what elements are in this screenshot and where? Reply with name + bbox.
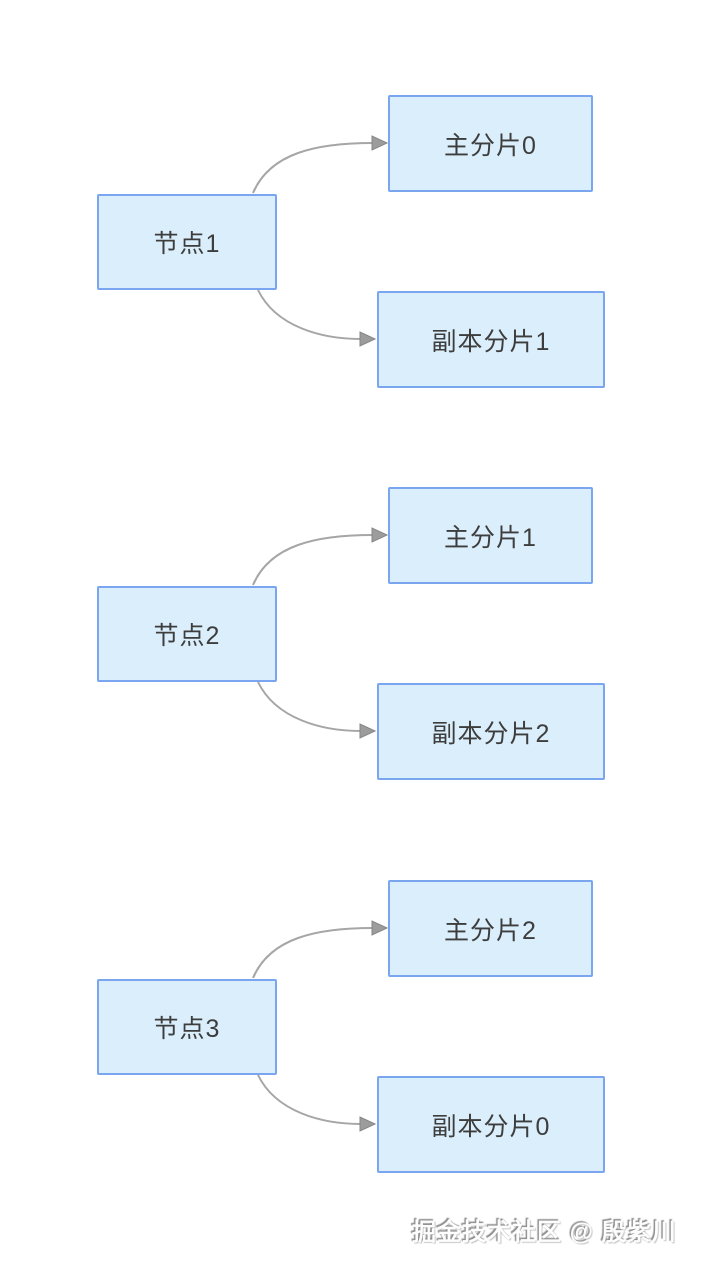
- primary-shard-label: 主分片2: [444, 916, 537, 945]
- node-group-1: 主分片0 节点1 副本分片1: [0, 95, 701, 395]
- replica-shard-box: 副本分片2: [377, 683, 605, 780]
- arrowhead-to-primary-icon: [371, 135, 389, 151]
- replica-shard-box: 副本分片1: [377, 291, 605, 388]
- replica-shard-label: 副本分片1: [431, 327, 551, 356]
- primary-shard-box: 主分片0: [388, 95, 593, 192]
- primary-shard-box: 主分片1: [388, 487, 593, 584]
- replica-shard-box: 副本分片0: [377, 1076, 605, 1173]
- arrow-line-node-to-replica: [257, 289, 362, 340]
- node-label: 节点3: [153, 1015, 221, 1043]
- replica-shard-label: 副本分片2: [431, 719, 551, 748]
- arrow-line-node-to-primary: [252, 927, 374, 979]
- watermark-text: 掘金技术社区 @ 殷紫川: [412, 1219, 677, 1246]
- primary-shard-label: 主分片0: [444, 131, 537, 160]
- arrowhead-to-primary-icon: [371, 920, 389, 936]
- connector-arrows: [252, 135, 389, 347]
- arrow-line-node-to-replica: [257, 681, 362, 732]
- connector-arrows: [252, 920, 389, 1132]
- arrow-line-node-to-primary: [252, 534, 374, 586]
- connector-arrows: [252, 527, 389, 739]
- arrowhead-to-primary-icon: [371, 527, 389, 543]
- primary-shard-label: 主分片1: [444, 523, 537, 552]
- arrowhead-to-replica-icon: [359, 1116, 377, 1132]
- node-group-3: 主分片2 节点3 副本分片0: [0, 880, 701, 1180]
- replica-shard-label: 副本分片0: [431, 1112, 551, 1141]
- node-label: 节点2: [153, 622, 221, 650]
- node-label: 节点1: [153, 230, 221, 258]
- arrow-line-node-to-primary: [252, 142, 374, 194]
- arrowhead-to-replica-icon: [359, 331, 377, 347]
- arrow-line-node-to-replica: [257, 1074, 362, 1125]
- arrowhead-to-replica-icon: [359, 723, 377, 739]
- node-box: 节点1: [97, 194, 277, 290]
- primary-shard-box: 主分片2: [388, 880, 593, 977]
- node-box: 节点3: [97, 979, 277, 1075]
- node-group-2: 主分片1 节点2 副本分片2: [0, 487, 701, 787]
- node-box: 节点2: [97, 586, 277, 682]
